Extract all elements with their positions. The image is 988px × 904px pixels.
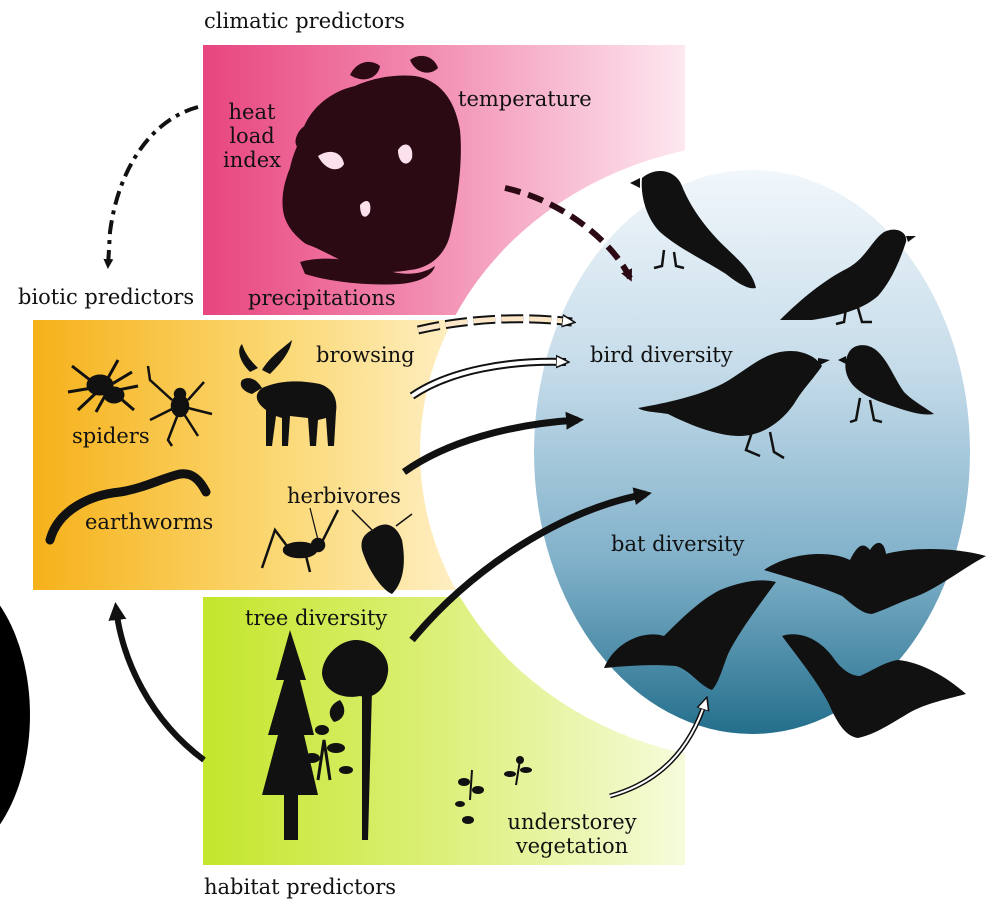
earthworms-label: earthworms (85, 510, 213, 534)
spiders-label: spiders (72, 424, 150, 448)
temperature-label: temperature (458, 87, 592, 111)
climatic-predictors-label: climatic predictors (204, 9, 405, 33)
tree-diversity-label: tree diversity (245, 606, 387, 630)
herbivores-label: herbivores (287, 484, 401, 508)
black-blob (0, 565, 30, 865)
bird-diversity-label: bird diversity (590, 343, 733, 367)
heat-load-index-label: heat load index (214, 100, 290, 172)
browsing-label: browsing (316, 343, 415, 367)
biotic-predictors-label: biotic predictors (18, 285, 194, 309)
arrow-climatic-to-biotic (108, 107, 198, 266)
habitat-predictors-label: habitat predictors (204, 875, 396, 899)
arrow-habitat-to-biotic (116, 608, 204, 760)
understorey-vegetation-label: understorey vegetation (504, 810, 640, 858)
bat-diversity-label: bat diversity (611, 532, 744, 556)
precipitations-label: precipitations (248, 286, 396, 310)
